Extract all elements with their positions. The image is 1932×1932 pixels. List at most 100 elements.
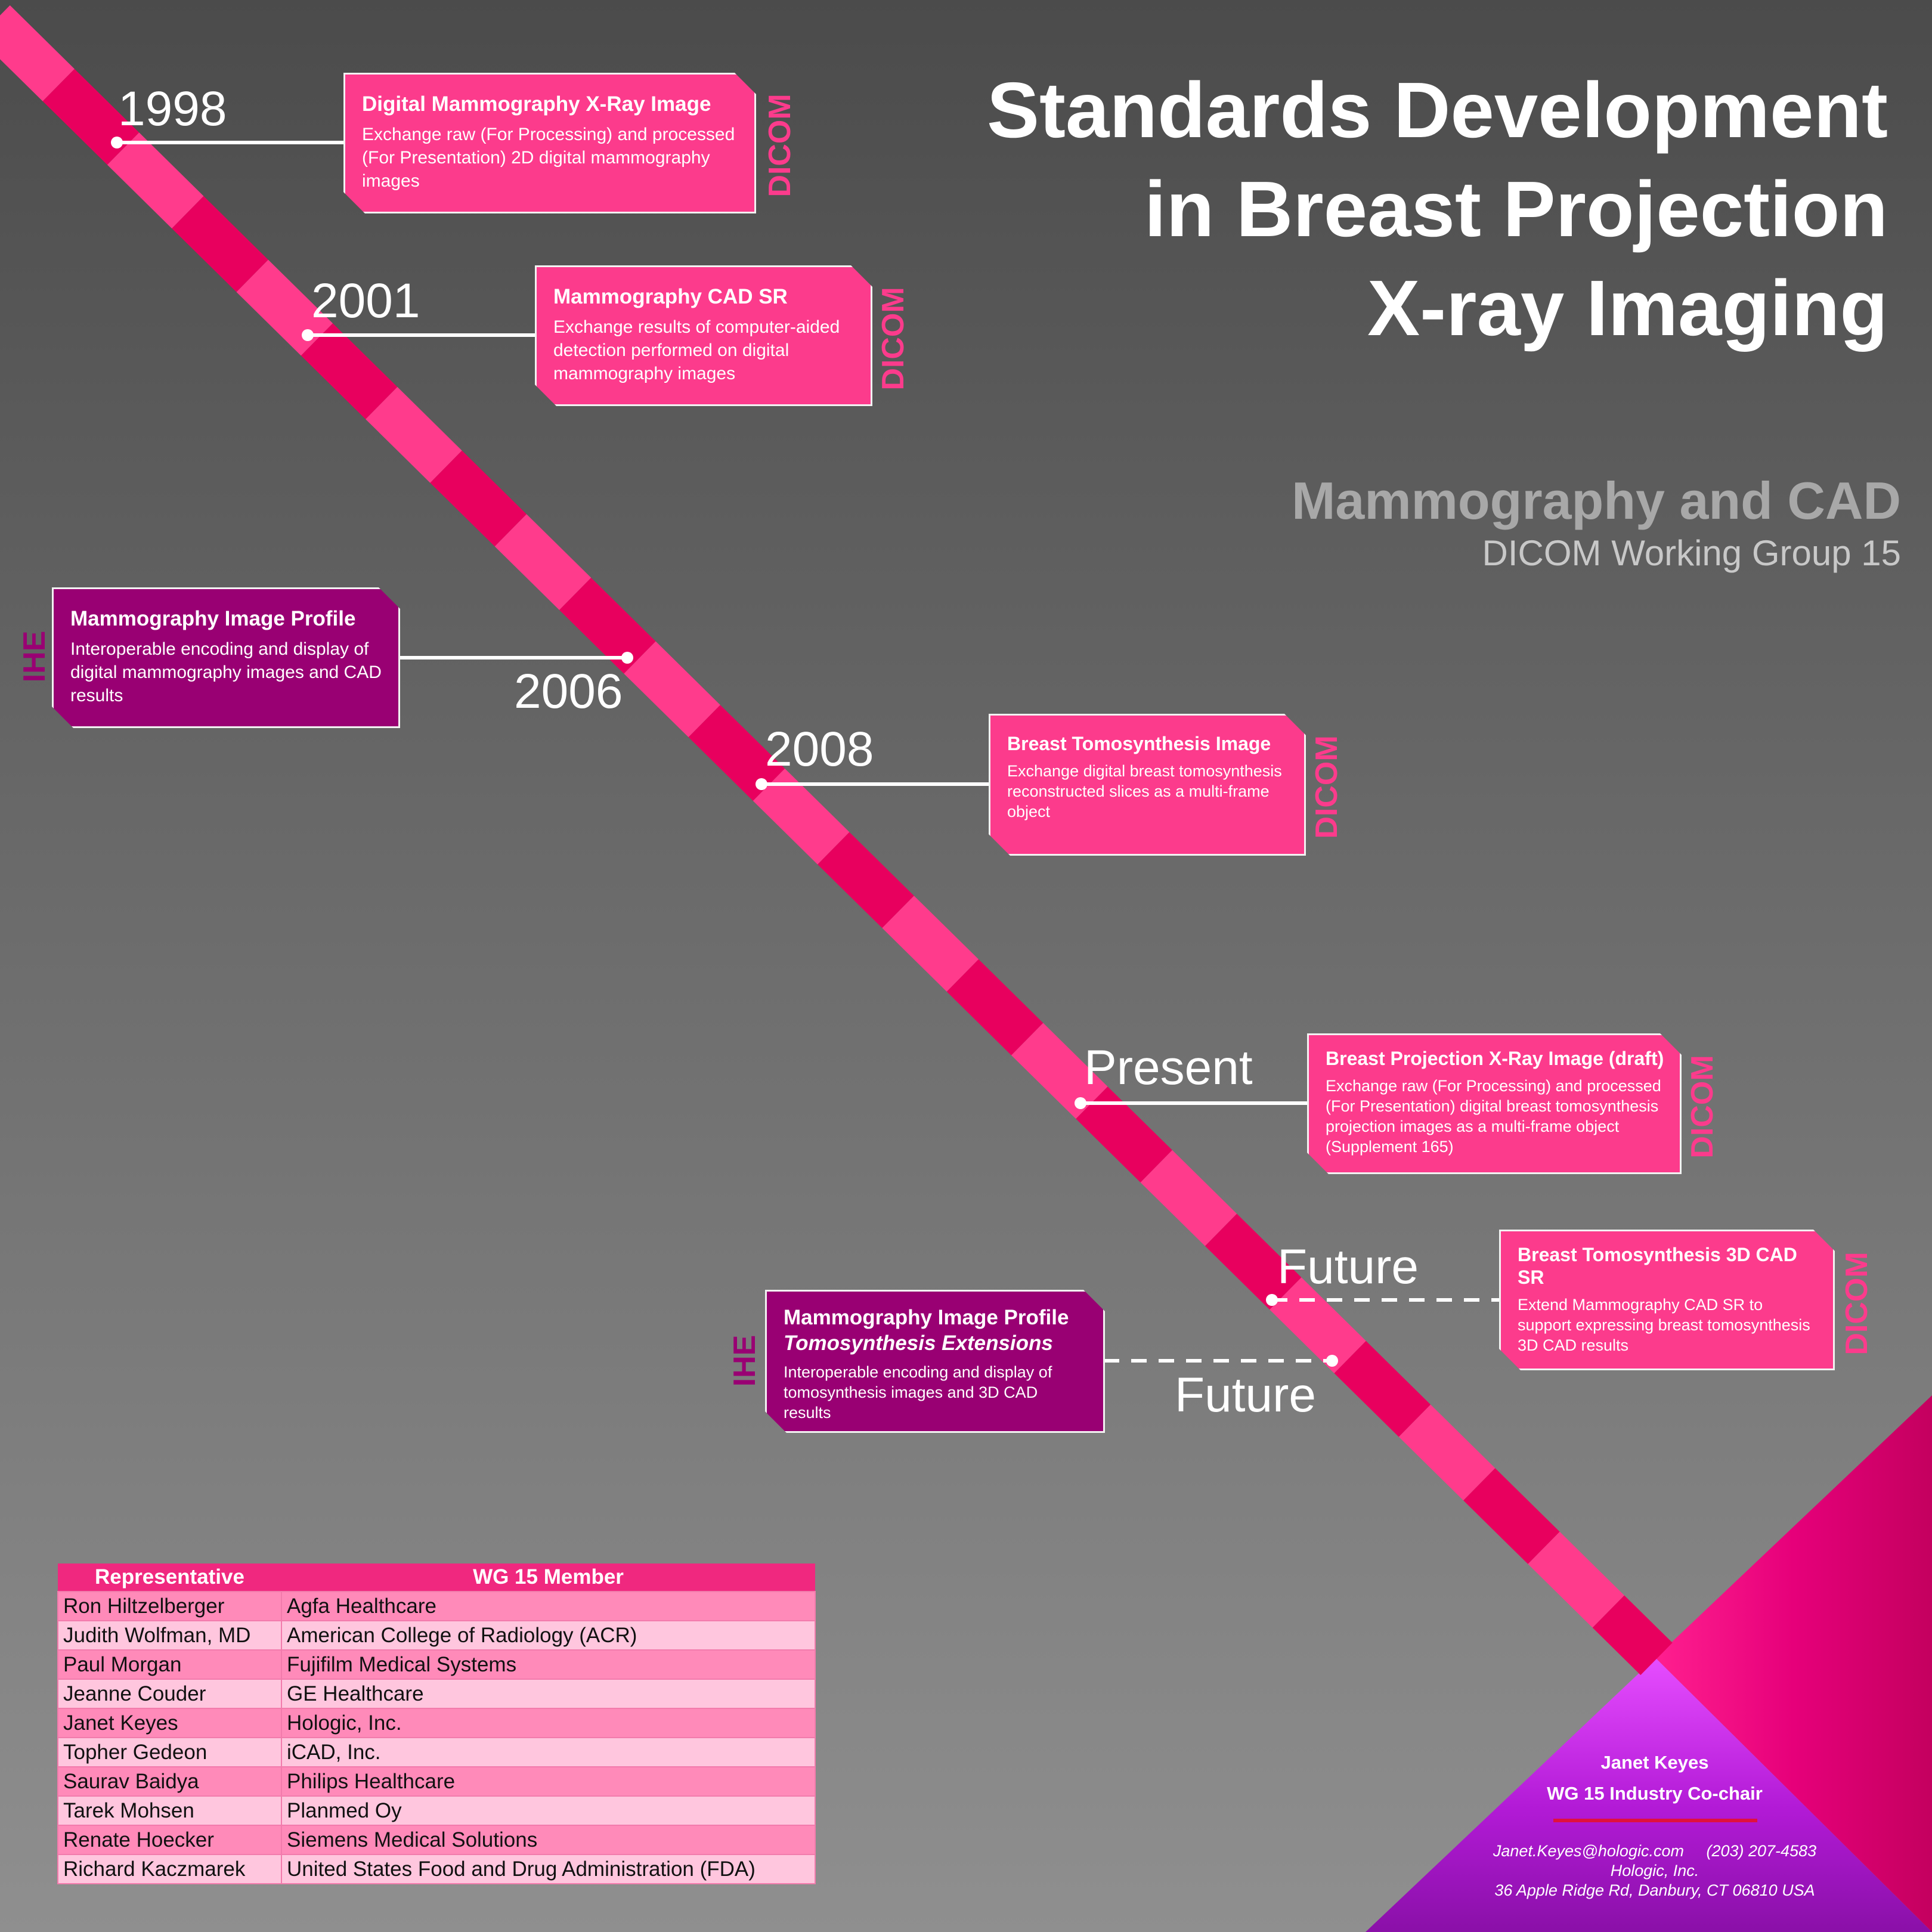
table-row: Tarek Mohsen Planmed Oy [57,1795,816,1826]
contact-details-block: Janet.Keyes@hologic.com (203) 207-4583 H… [1401,1841,1908,1900]
table-row: Janet Keyes Hologic, Inc. [57,1708,816,1738]
column-header-representative: Representative [58,1563,281,1592]
poster-working-group: DICOM Working Group 15 [1482,533,1901,573]
poster-subtitle: Mammography and CAD [1292,471,1901,530]
dicom-tag-1998: DICOM [763,94,797,197]
card-description: Interoperable encoding and display of to… [784,1363,1052,1422]
year-label-1998: 1998 [118,82,227,136]
member-cell: United States Food and Drug Administrati… [281,1854,816,1884]
member-cell: Siemens Medical Solutions [281,1825,816,1855]
representative-cell: Judith Wolfman, MD [57,1620,282,1651]
title-line-3: X-ray Imaging [1367,264,1888,352]
dot-future-dicom [1266,1294,1278,1306]
timeline-segment [753,768,850,865]
corner-wedge [1655,1395,1932,1932]
representative-cell: Saurav Baidya [57,1766,282,1797]
timeline-segment [1205,1213,1302,1310]
member-cell: Philips Healthcare [281,1766,816,1797]
timeline-segment [559,577,656,674]
timeline-segment [1270,1277,1366,1373]
representative-cell: Renate Hoecker [57,1825,282,1855]
dot-future-ihe [1326,1355,1338,1367]
card-title: Digital Mammography X-Ray Image [362,92,711,116]
title-line-1: Standards Development [986,66,1888,154]
column-header-member: WG 15 Member [281,1563,815,1592]
year-label-present: Present [1084,1041,1253,1095]
member-cell: iCAD, Inc. [281,1737,816,1767]
table-row: Paul Morgan Fujifilm Medical Systems [57,1649,816,1680]
card-description: Exchange results of computer-aided detec… [553,317,840,383]
contact-email-phone: Janet.Keyes@hologic.com (203) 207-4583 [1493,1842,1817,1860]
year-label-future-ihe: Future [1175,1368,1316,1422]
timeline-segment [172,196,268,292]
year-label-2006: 2006 [514,664,623,719]
timeline-segment [946,959,1044,1055]
timeline-segment [107,132,204,229]
table-row: Jeanne Couder GE Healthcare [57,1679,816,1709]
poster-title: Standards Development in Breast Projecti… [874,61,1888,358]
year-label-2008: 2008 [765,722,874,776]
card-title: Mammography CAD SR [553,285,788,308]
member-cell: Agfa Healthcare [281,1591,816,1621]
representative-cell: Tarek Mohsen [57,1795,282,1826]
card-description: Extend Mammography CAD SR to support exp… [1518,1296,1810,1354]
timeline-segment [688,705,785,801]
ihe-tag-2006: IHE [17,630,52,683]
card-title: Breast Projection X-Ray Image (draft) [1326,1048,1664,1069]
milestone-card-1998: Digital Mammography X-Ray Image Exchange… [343,73,756,213]
timeline-band [0,5,1673,1676]
milestone-card-present: Breast Projection X-Ray Image (draft) Ex… [1307,1033,1682,1174]
dicom-tag-present: DICOM [1685,1055,1720,1159]
milestone-card-2006: Mammography Image Profile Interoperable … [52,587,400,728]
member-cell: Fujifilm Medical Systems [281,1649,816,1680]
timeline-segment [882,896,979,992]
table-row: Renate Hoecker Siemens Medical Solutions [57,1825,816,1855]
representative-cell: Topher Gedeon [57,1737,282,1767]
title-line-2: in Breast Projection [1144,165,1888,253]
representative-cell: Ron Hiltzelberger [57,1591,282,1621]
table-row: Ron Hiltzelberger Agfa Healthcare [57,1591,816,1621]
member-cell: Planmed Oy [281,1795,816,1826]
timeline-segment [818,832,914,928]
timeline-segment [1592,1595,1673,1676]
ihe-tag-future: IHE [727,1335,762,1387]
card-description: Interoperable encoding and display of di… [70,639,382,705]
card-title: Breast Tomosynthesis Image [1007,733,1271,754]
timeline-dots [111,137,1338,1367]
card-subtitle: Tomosynthesis Extensions [784,1332,1053,1355]
member-cell: American College of Radiology (ACR) [281,1620,816,1651]
representative-cell: Jeanne Couder [57,1679,282,1709]
member-cell: Hologic, Inc. [281,1708,816,1738]
table-row: Topher Gedeon iCAD, Inc. [57,1737,816,1767]
dicom-tag-future: DICOM [1840,1252,1874,1355]
dicom-tag-2001: DICOM [876,287,911,391]
timeline-segment [1076,1086,1172,1182]
timeline-segment [494,514,592,610]
wg15-members-table: Representative WG 15 Member Ron Hiltzelb… [57,1563,816,1884]
timeline-segment [301,323,398,419]
milestone-card-future-ihe: Mammography Image Profile Tomosynthesis … [765,1290,1105,1433]
dot-1998 [111,137,123,148]
dot-2006 [621,652,633,664]
timeline-segment [1463,1468,1560,1564]
contact-triangle [1366,1658,1932,1932]
card-title: Breast Tomosynthesis 3D CAD SR [1518,1244,1797,1288]
table-row: Judith Wolfman, MD American College of R… [57,1620,816,1651]
card-title: Mammography Image Profile [70,607,356,630]
contact-name-block: Janet Keyes WG 15 Industry Co-chair [1401,1747,1908,1809]
timeline-segment [366,386,462,483]
dot-2001 [302,329,314,341]
year-label-future-dicom: Future [1277,1240,1419,1294]
timeline-segment [1011,1023,1108,1119]
table-row: Saurav Baidya Philips Healthcare [57,1766,816,1797]
representative-cell: Paul Morgan [57,1649,282,1680]
dot-2008 [756,778,767,790]
representative-cell: Janet Keyes [57,1708,282,1738]
dicom-tag-2008: DICOM [1309,735,1344,839]
card-description: Exchange raw (For Processing) and proces… [362,125,735,191]
timeline-segment [0,5,75,101]
year-label-2001: 2001 [311,274,420,328]
contact-name: Janet Keyes [1600,1752,1709,1773]
timeline-connectors [117,141,1500,1363]
